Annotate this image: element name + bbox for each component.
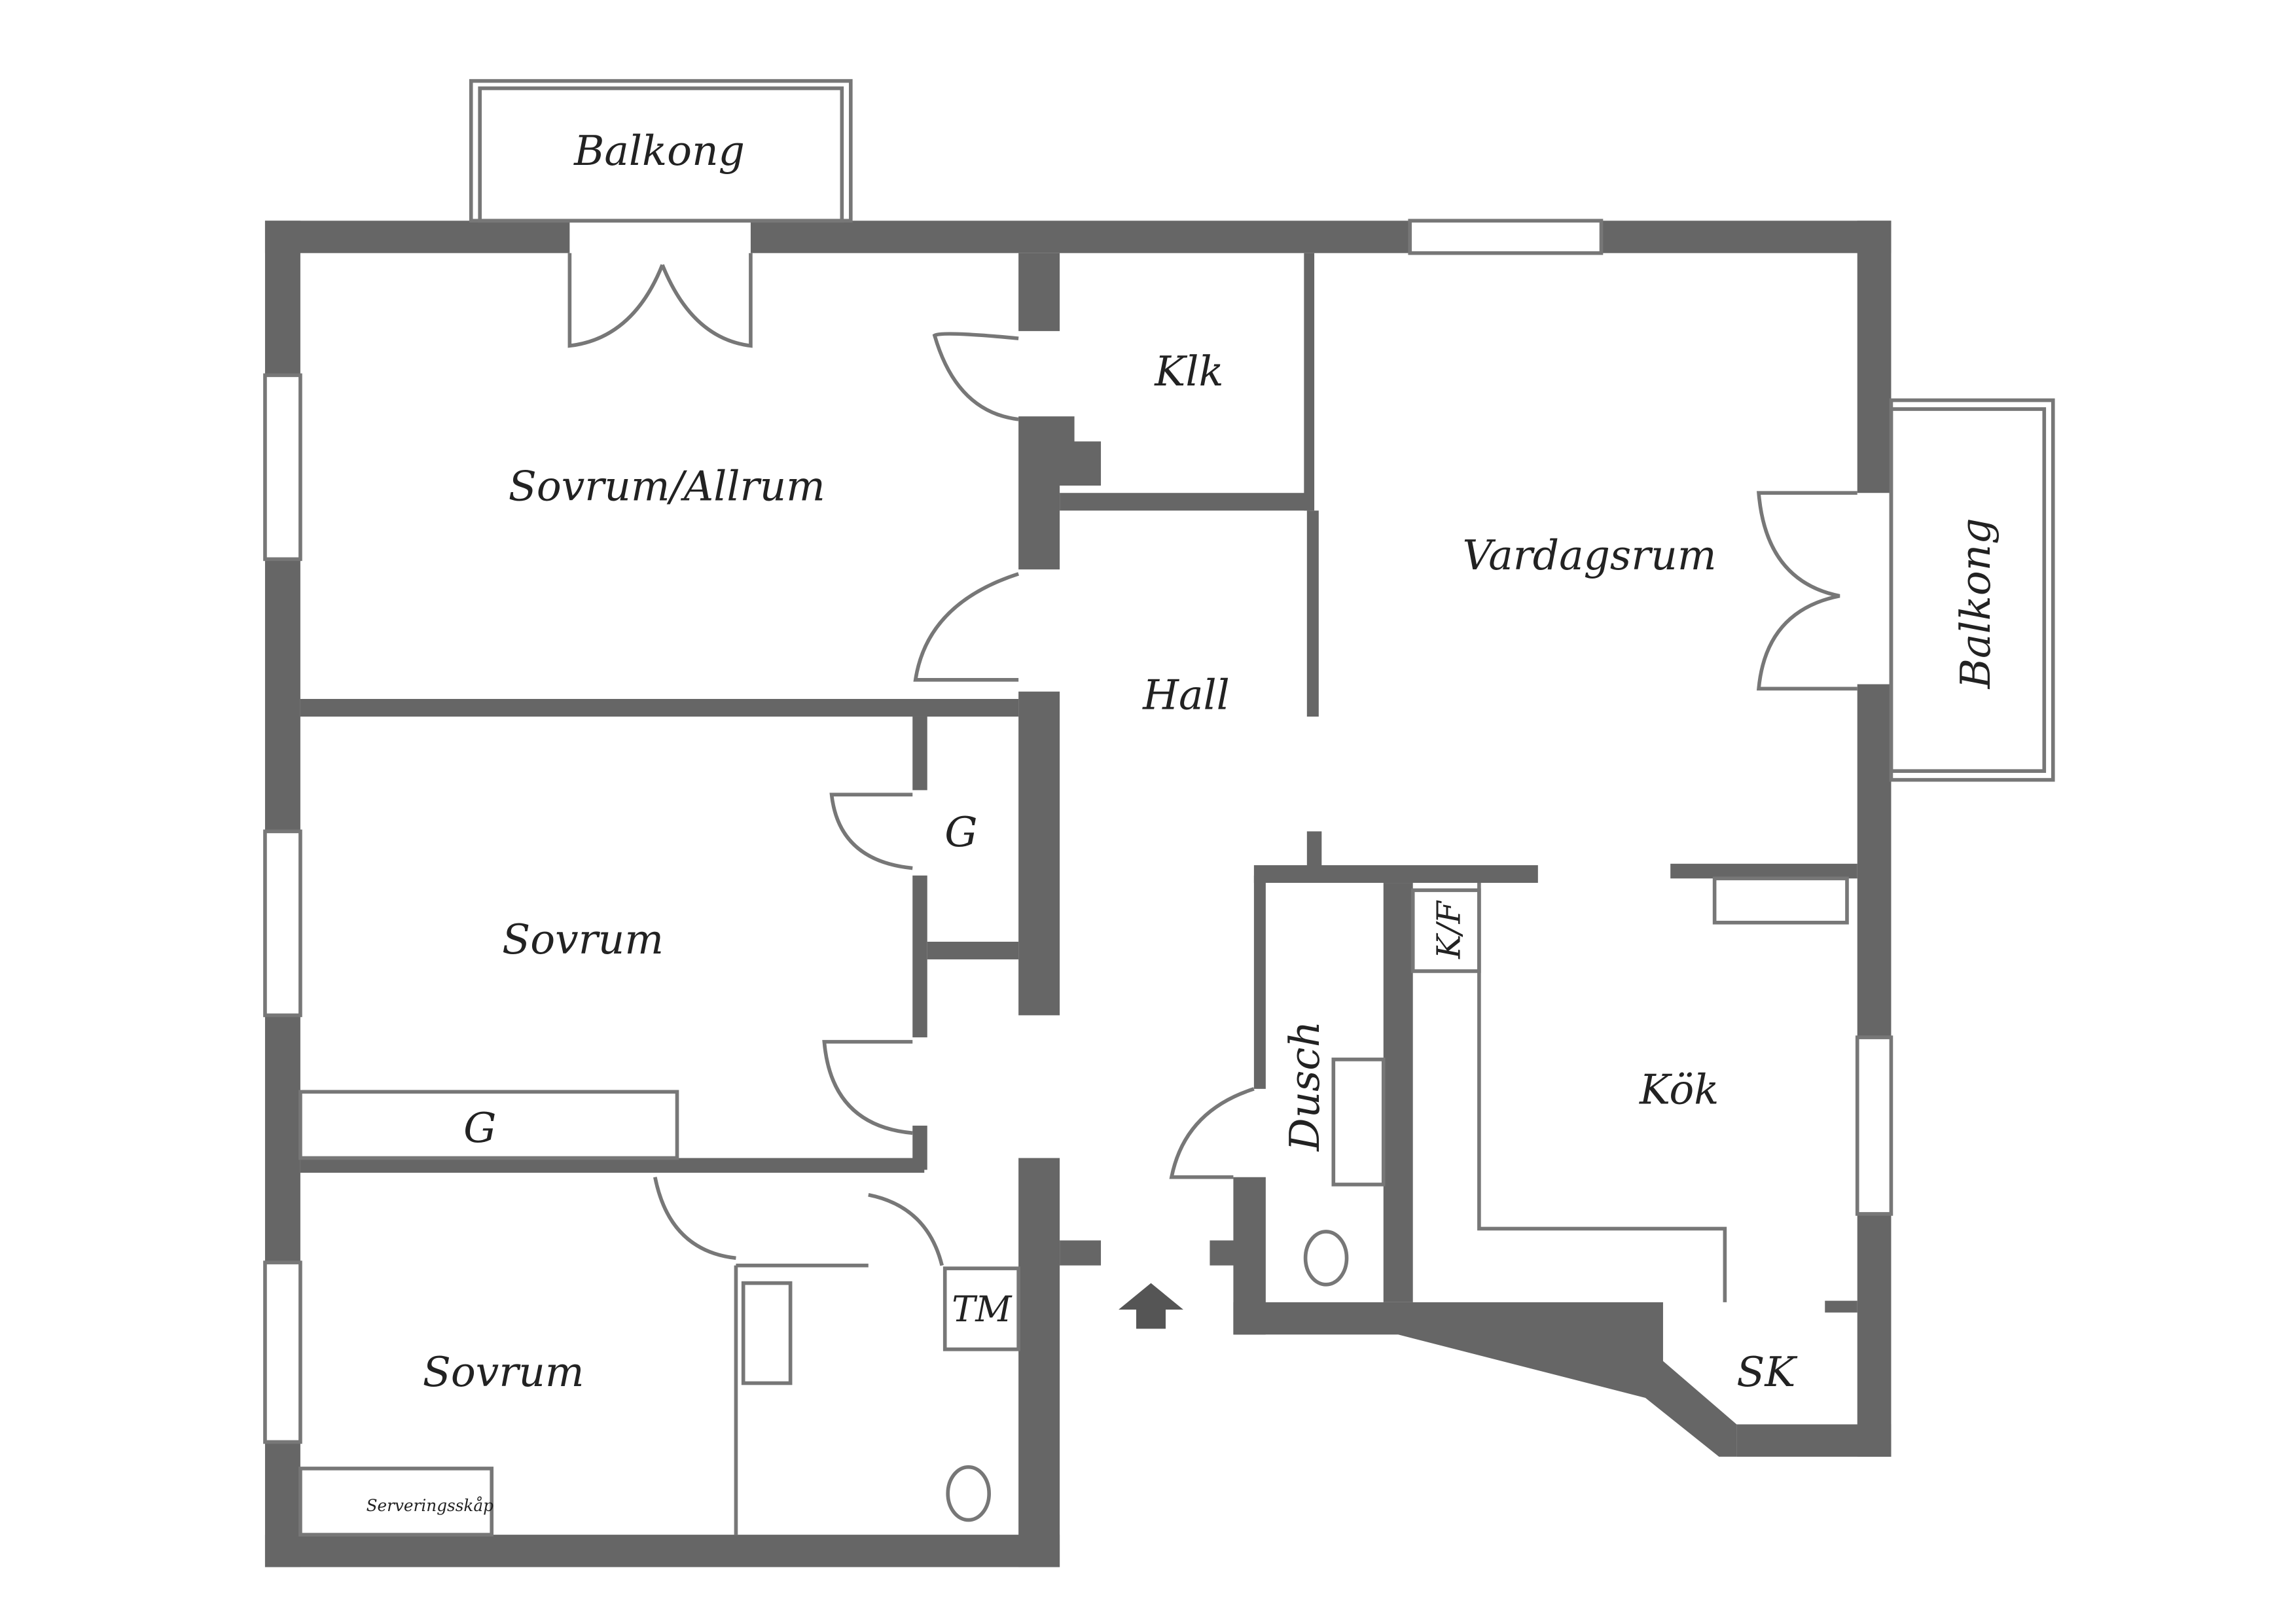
label-balkong-top: Balkong	[573, 127, 745, 175]
label-tm: TM	[952, 1289, 1013, 1330]
label-dusch: Dusch	[1281, 1021, 1329, 1152]
label-kf: K/F	[1430, 900, 1468, 959]
walls	[264, 221, 1892, 1567]
windows-and-fixtures	[263, 79, 2055, 1537]
label-vardagsrum: Vardagsrum	[1463, 531, 1717, 579]
label-sovrum-bottom: Sovrum	[423, 1348, 584, 1396]
label-sovrum-allrum: Sovrum/Allrum	[509, 462, 825, 510]
label-hall: Hall	[1142, 671, 1230, 719]
label-kok: Kök	[1639, 1065, 1719, 1113]
entrance-arrow-icon	[1119, 1283, 1183, 1329]
label-balkong-right: Balkong	[1952, 518, 2000, 689]
room-labels: Balkong Balkong Sovrum/Allrum Klk Vardag…	[367, 127, 2000, 1515]
label-sk: SK	[1736, 1348, 1798, 1396]
label-serveringsskap: Serveringsskåp	[367, 1496, 494, 1515]
label-garderob-1: G	[944, 808, 977, 856]
label-garderob-2: G	[463, 1104, 496, 1152]
label-sovrum-mid: Sovrum	[502, 916, 664, 963]
label-klk: Klk	[1154, 348, 1223, 395]
